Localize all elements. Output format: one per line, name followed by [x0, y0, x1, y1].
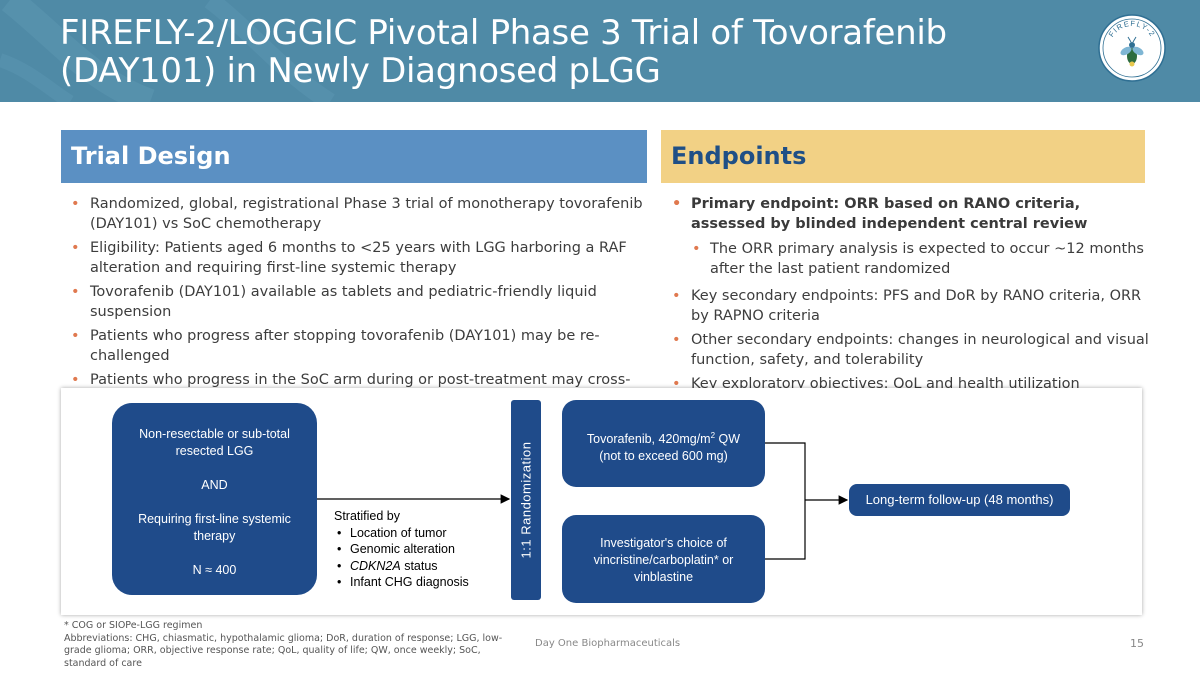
investigator-choice-arm-box: Investigator's choice of vincristine/car…: [562, 515, 765, 603]
list-item: Infant CHG diagnosis: [334, 574, 469, 591]
list-item: Tovorafenib (DAY101) available as tablet…: [65, 282, 651, 322]
arm-b-line: vinblastine: [633, 570, 694, 584]
arm-b-line: Investigator's choice of: [600, 536, 727, 550]
spacer: [112, 460, 317, 477]
dose-superscript: 2: [710, 431, 716, 440]
list-item: Randomized, global, registrational Phase…: [65, 194, 651, 234]
endpoints-heading: Endpoints: [661, 130, 1145, 183]
list-item: Other secondary endpoints: changes in ne…: [666, 330, 1150, 370]
list-item: Genomic alteration: [334, 541, 469, 558]
endpoints-list: Primary endpoint: ORR based on RANO crit…: [666, 194, 1150, 418]
trial-design-heading: Trial Design: [61, 130, 647, 183]
arm-merge-bracket: [765, 442, 806, 560]
title-line-1: FIREFLY-2/LOGGIC Pivotal Phase 3 Trial o…: [60, 13, 947, 53]
spacer: [112, 545, 317, 562]
list-item: CDKN2A status: [334, 558, 469, 575]
schema-connectors: [317, 442, 849, 560]
population-line: resected LGG: [175, 444, 254, 458]
stratification-title: Stratified by: [334, 509, 401, 523]
dose-text: Tovorafenib, 420mg/m: [586, 432, 711, 447]
footnote-abbreviations: Abbreviations: CHG, chiasmatic, hypothal…: [64, 632, 503, 669]
randomization-label: 1:1 Randomization: [518, 441, 534, 559]
footnotes: * COG or SIOPe-LGG regimen Abbreviations…: [64, 620, 514, 675]
stratification-list: Stratified by Location of tumor Genomic …: [334, 508, 469, 591]
primary-endpoint: Primary endpoint: ORR based on RANO crit…: [666, 194, 1150, 234]
banner-decoration: [0, 0, 335, 102]
page-number: 15: [1130, 637, 1144, 650]
population-and: AND: [201, 478, 228, 492]
tovorafenib-dose: Tovorafenib, 420mg/m2 QW: [562, 427, 765, 448]
tovorafenib-arm-box: Tovorafenib, 420mg/m2 QW (not to exceed …: [562, 400, 765, 487]
page-title: FIREFLY-2/LOGGIC Pivotal Phase 3 Trial o…: [60, 14, 1040, 90]
list-item: Eligibility: Patients aged 6 months to <…: [65, 238, 651, 278]
list-item: Key secondary endpoints: PFS and DoR by …: [666, 286, 1150, 326]
primary-endpoint-note: The ORR primary analysis is expected to …: [666, 239, 1150, 279]
dose-frequency: QW: [715, 432, 741, 447]
firefly-2-logo: FIREFLY-2: [1098, 14, 1166, 82]
population-line: therapy: [193, 529, 236, 543]
arm-b-line: vincristine/carboplatin* or: [593, 553, 734, 567]
list-item: Location of tumor: [334, 525, 469, 542]
trial-schema-diagram: Non-resectable or sub-total resected LGG…: [61, 388, 1142, 615]
footnote-trailing: .: [64, 670, 514, 675]
list-item: Patients who progress after stopping tov…: [65, 326, 651, 366]
footnote-regimen: * COG or SIOPe-LGG regimen: [64, 620, 203, 631]
dose-limit: (not to exceed 600 mg): [599, 449, 728, 464]
gene-name: CDKN2A: [350, 558, 401, 573]
followup-box: Long-term follow-up (48 months): [849, 484, 1070, 516]
population-line: Requiring first-line systemic: [138, 512, 291, 526]
title-line-2: (DAY101) in Newly Diagnosed pLGG: [60, 51, 661, 91]
gene-status: status: [400, 558, 438, 573]
spacer: [112, 494, 317, 511]
title-banner: FIREFLY-2/LOGGIC Pivotal Phase 3 Trial o…: [0, 0, 1200, 102]
company-name: Day One Biopharmaceuticals: [535, 638, 681, 649]
population-box: Non-resectable or sub-total resected LGG…: [112, 403, 317, 595]
randomization-bar: [511, 400, 541, 600]
population-line: Non-resectable or sub-total: [139, 427, 290, 441]
trial-design-list: Randomized, global, registrational Phase…: [65, 194, 651, 414]
sample-size: N ≈ 400: [192, 563, 237, 577]
